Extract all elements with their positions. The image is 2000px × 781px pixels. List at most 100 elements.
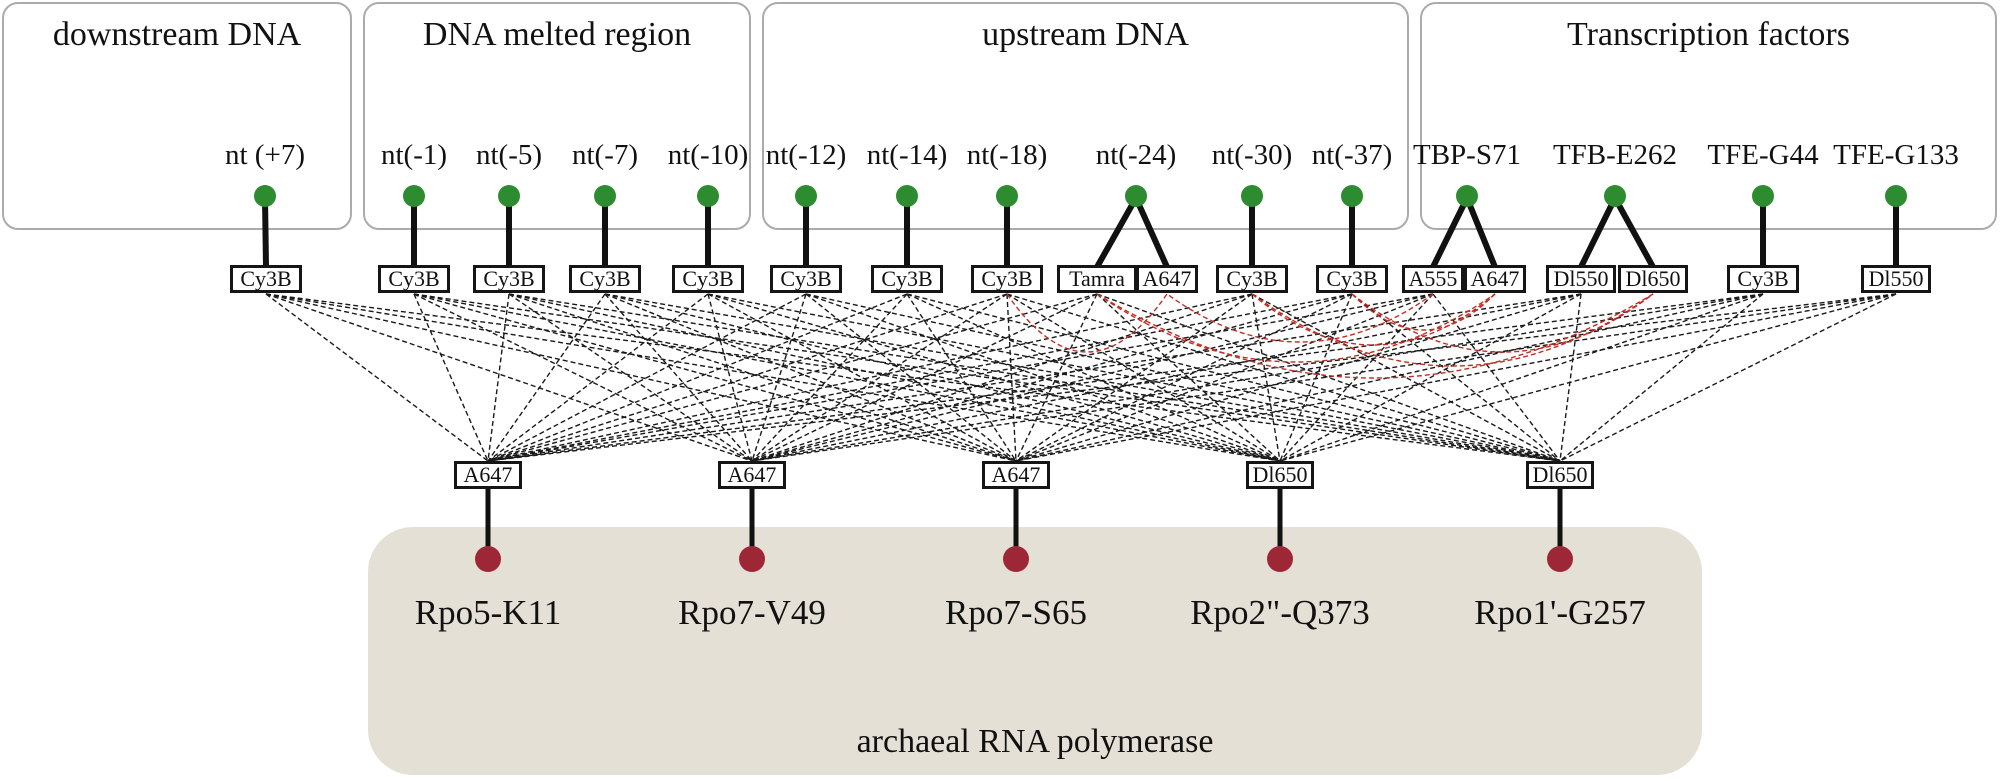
rnap-site-dot xyxy=(1267,546,1293,572)
dye-box-cy3b_m5: Cy3B xyxy=(473,265,545,293)
fret-connection-line xyxy=(487,293,908,462)
fret-connection-arc-red xyxy=(1096,293,1654,379)
fret-connection-line xyxy=(1351,293,1561,462)
fret-connection-line xyxy=(1279,293,1764,462)
dye-box-rnap-rpo7v: A647 xyxy=(718,461,786,489)
dna-site-dot xyxy=(1341,185,1363,207)
fret-connection-line xyxy=(265,293,1561,462)
fret-connection-line xyxy=(413,293,489,462)
dye-box-cy3b_m12: Cy3B xyxy=(770,265,842,293)
probe-stem xyxy=(1464,196,1498,269)
fret-connection-line xyxy=(1251,293,1561,462)
dna-site-dot xyxy=(403,185,425,207)
fret-connection-line xyxy=(487,293,1764,462)
dye-box-dl550_tfb: Dl550 xyxy=(1546,265,1616,293)
probe-stem xyxy=(1133,196,1170,269)
fret-connection-line xyxy=(707,293,753,462)
site-label: nt(-5) xyxy=(475,139,543,171)
fret-connection-line xyxy=(707,293,1281,462)
fret-connection-line xyxy=(1015,293,1897,462)
site-label: TBP-S71 xyxy=(1413,139,1521,171)
fret-connection-line xyxy=(805,293,1281,462)
fret-connection-line xyxy=(1015,293,1582,462)
fret-connection-line xyxy=(413,293,1561,462)
site-label: nt(-12) xyxy=(765,139,847,171)
fret-connection-line xyxy=(1279,293,1353,462)
dye-box-cy3b_m18: Cy3B xyxy=(971,265,1043,293)
fret-connection-line xyxy=(1006,293,1561,462)
fret-connection-line xyxy=(508,293,1281,462)
fret-connection-line xyxy=(413,293,1017,462)
dye-box-cy3b_p7: Cy3B xyxy=(230,265,302,293)
fret-connection-line xyxy=(487,293,1008,462)
fret-connection-arc-red xyxy=(1006,293,1168,353)
probe-stem xyxy=(1578,196,1618,269)
group-box-melted xyxy=(363,2,751,230)
fret-connection-arc-red xyxy=(1351,293,1496,331)
fret-connection-line xyxy=(707,293,1017,462)
fret-connection-line xyxy=(1251,293,1281,462)
dye-box-rnap-rpo5: A647 xyxy=(454,461,522,489)
fret-connection-line xyxy=(751,293,1764,462)
site-label: TFE-G133 xyxy=(1833,139,1959,171)
dna-site-dot xyxy=(254,185,276,207)
site-label: nt(-10) xyxy=(667,139,749,171)
site-label: TFB-E262 xyxy=(1552,139,1678,171)
dye-box-rnap-rpo1: Dl650 xyxy=(1526,461,1594,489)
dna-site-dot xyxy=(498,185,520,207)
rnap-site-dot xyxy=(739,546,765,572)
fret-connection-line xyxy=(751,293,1434,462)
fret-connection-line xyxy=(508,293,753,462)
fret-connection-line xyxy=(487,293,1897,462)
site-label: nt(-7) xyxy=(571,139,639,171)
group-title-downstream: downstream DNA xyxy=(52,16,302,53)
group-title-melted: DNA melted region xyxy=(422,16,692,53)
site-label: nt(-18) xyxy=(966,139,1048,171)
fret-connection-line xyxy=(265,293,489,462)
group-box-upstream xyxy=(762,2,1409,230)
probe-stem xyxy=(262,197,269,268)
dna-site-dot xyxy=(1604,185,1626,207)
fret-connection-line xyxy=(1006,293,1017,462)
dye-box-cy3b_m37: Cy3B xyxy=(1316,265,1388,293)
dna-site-dot xyxy=(1125,185,1147,207)
dye-box-cy3b_m30: Cy3B xyxy=(1216,265,1288,293)
dye-box-cy3b_m7: Cy3B xyxy=(569,265,641,293)
fret-connection-arc-red xyxy=(1166,293,1434,343)
fret-connection-line xyxy=(1006,293,1281,462)
dna-site-dot xyxy=(1885,185,1907,207)
rnap-box: archaeal RNA polymerase xyxy=(368,527,1702,775)
fret-connection-arc-red xyxy=(1096,293,1496,363)
fret-connection-line xyxy=(487,293,1253,462)
fret-connection-line xyxy=(487,293,1098,462)
fret-connection-line xyxy=(265,293,1017,462)
fret-connection-line xyxy=(751,293,908,462)
dye-box-cy3b_tfe44: Cy3B xyxy=(1727,265,1799,293)
dye-box-cy3b_m1: Cy3B xyxy=(378,265,450,293)
fret-connection-line xyxy=(751,293,1582,462)
rnap-site-dot xyxy=(1003,546,1029,572)
fret-connection-line xyxy=(1015,293,1253,462)
site-label: nt(-24) xyxy=(1095,139,1177,171)
fret-connection-line xyxy=(604,293,1561,462)
rnap-site-dot xyxy=(1547,546,1573,572)
fret-connection-line xyxy=(487,293,510,462)
dye-box-dl650_tfb: Dl650 xyxy=(1618,265,1688,293)
fret-connection-line xyxy=(1559,293,1897,462)
site-label: nt(-30) xyxy=(1211,139,1293,171)
fret-connection-line xyxy=(751,293,1253,462)
dna-site-dot xyxy=(1752,185,1774,207)
fret-connection-line xyxy=(487,293,1582,462)
probe-stem xyxy=(1430,196,1470,269)
dye-box-dl550_tfe133: Dl550 xyxy=(1861,265,1931,293)
dye-box-a555_tbp: A555 xyxy=(1402,265,1464,293)
fret-connection-line xyxy=(1015,293,1434,462)
dye-box-a647_m24: A647 xyxy=(1136,265,1198,293)
fret-connection-line xyxy=(1015,293,1353,462)
dna-site-dot xyxy=(1241,185,1263,207)
fret-connection-line xyxy=(1279,293,1897,462)
dye-box-tamra_m24: Tamra xyxy=(1057,265,1137,293)
dna-site-dot xyxy=(697,185,719,207)
